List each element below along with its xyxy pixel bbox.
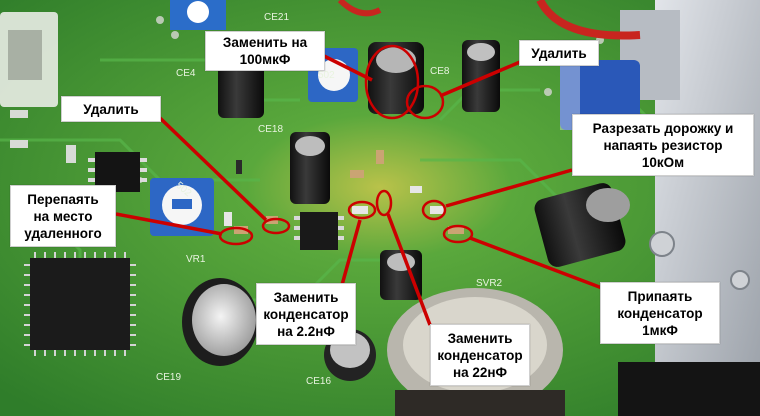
callout-replace-22nf: Заменить конденсатор на 22нФ <box>430 324 530 386</box>
callout-remove-left: Удалить <box>61 96 161 122</box>
callout-replace-100uf: Заменить на 100мкФ <box>205 31 325 71</box>
marker-remove-top <box>405 84 445 120</box>
callout-replace-2.2nf: Заменить конденсатор на 2.2нФ <box>256 283 356 345</box>
marker-remove-left <box>261 217 291 235</box>
marker-cut-trace <box>421 199 447 221</box>
red-markers <box>218 44 474 246</box>
svg-text:CE21: CE21 <box>264 12 289 23</box>
callout-remove-top: Удалить <box>519 40 599 66</box>
marker-2.2nf <box>347 200 377 220</box>
ic-chip-center <box>300 212 338 250</box>
ic-chip-qfp <box>30 258 130 350</box>
leader-lines <box>115 54 603 326</box>
svg-text:CE18: CE18 <box>258 124 283 135</box>
svg-text:CE4: CE4 <box>176 68 196 79</box>
svg-text:SVR2: SVR2 <box>476 278 503 289</box>
marker-100uf <box>364 44 420 120</box>
svg-text:CE8: CE8 <box>430 66 450 77</box>
svg-text:502: 502 <box>318 70 335 81</box>
marker-resolder <box>218 226 254 246</box>
callout-resolder: Перепаять на место удаленного <box>10 185 116 247</box>
callout-cut-trace: Разрезать дорожку и напаять резистор 10к… <box>572 114 754 176</box>
marker-1uf <box>442 224 474 244</box>
marker-22nf <box>375 189 393 217</box>
svg-text:CE16: CE16 <box>306 376 331 387</box>
callout-solder-1uf: Припаять конденсатор 1мкФ <box>600 282 720 344</box>
svg-text:VR1: VR1 <box>186 254 206 265</box>
svg-text:CE19: CE19 <box>156 372 181 383</box>
